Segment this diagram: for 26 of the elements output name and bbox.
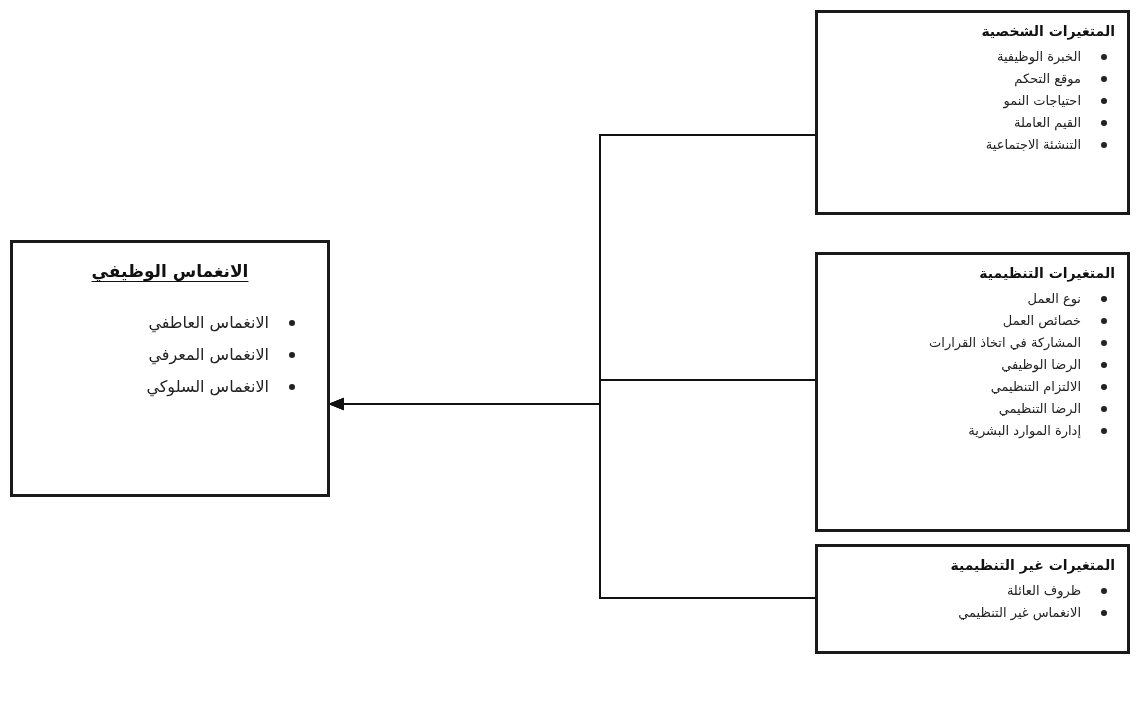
list-item: الالتزام التنظيمي: [990, 378, 1081, 396]
text-box: [10, 240, 330, 497]
list-item: الانغماس العاطفي: [148, 311, 269, 335]
list-item: موقع التحكم: [1014, 70, 1081, 89]
box-heading: المتغيرات غير التنظيمية: [949, 556, 1115, 576]
list-item: الانغماس السلوكي: [146, 375, 269, 399]
list-item: القيم العاملة: [1014, 114, 1081, 133]
list-item: التنشئة الاجتماعية: [985, 136, 1081, 154]
list-item: الخبرة الوظيفية: [996, 48, 1081, 67]
connector-arrow: [328, 397, 816, 599]
list-item: خصائص العمل: [1002, 312, 1081, 331]
list-item: الرضا الوظيفي: [1001, 356, 1081, 375]
list-item: الانغماس المعرفي: [148, 343, 269, 367]
list-item: إدارة الموارد البشرية: [968, 422, 1081, 441]
list-item: الرضا التنظيمي: [998, 400, 1081, 418]
list-item: الانغماس غير التنظيمي: [958, 604, 1081, 623]
box-heading: المتغيرات التنظيمية: [978, 264, 1115, 284]
list-item: المشاركة في اتخاذ القرارات: [929, 334, 1081, 353]
box-heading: المتغيرات الشخصية: [980, 22, 1115, 42]
text-box: [815, 252, 1130, 532]
list-item: احتياجات النمو: [1003, 92, 1081, 111]
box-heading: الانغماس الوظيفي: [90, 260, 250, 284]
text-box: [815, 544, 1130, 654]
list-item: نوع العمل: [1027, 290, 1081, 309]
list-item: ظروف العائلة: [1006, 582, 1081, 601]
text-box: [815, 10, 1130, 215]
